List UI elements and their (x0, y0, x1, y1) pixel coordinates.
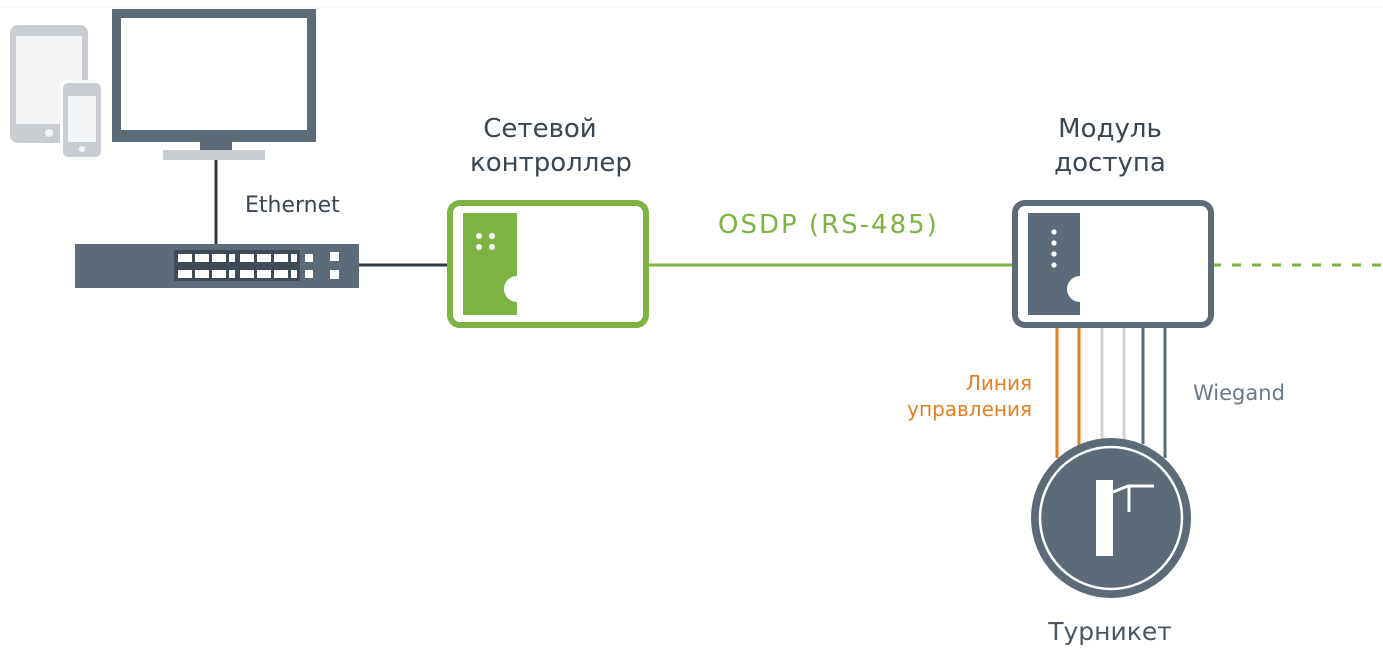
controller-title: Сетевой контроллер (470, 112, 632, 180)
turnstile-label: Турникет (1048, 617, 1172, 646)
ethernet-label: Ethernet (245, 193, 340, 218)
control-line-label-line1: Линия (965, 371, 1032, 395)
controller-title-line1: Сетевой (483, 114, 597, 144)
osdp-label: OSDP (RS-485) (718, 210, 939, 240)
module-title-line1: Модуль (1058, 114, 1162, 144)
controller-title-line2: контроллер (470, 148, 632, 178)
wiegand-label: Wiegand (1193, 381, 1285, 405)
module-title-line2: доступа (1054, 148, 1166, 178)
network-switch-icon (75, 244, 359, 288)
access-module-icon (1012, 200, 1214, 328)
controller-icon (447, 200, 649, 328)
module-wires (1055, 327, 1167, 458)
control-line-label-line2: управления (907, 397, 1032, 421)
module-title: Модуль доступа (1040, 112, 1180, 180)
turnstile-icon (1031, 438, 1191, 598)
monitor-icon (112, 9, 316, 160)
phone-icon (60, 80, 104, 160)
control-line-label: Линия управления (880, 370, 1032, 422)
